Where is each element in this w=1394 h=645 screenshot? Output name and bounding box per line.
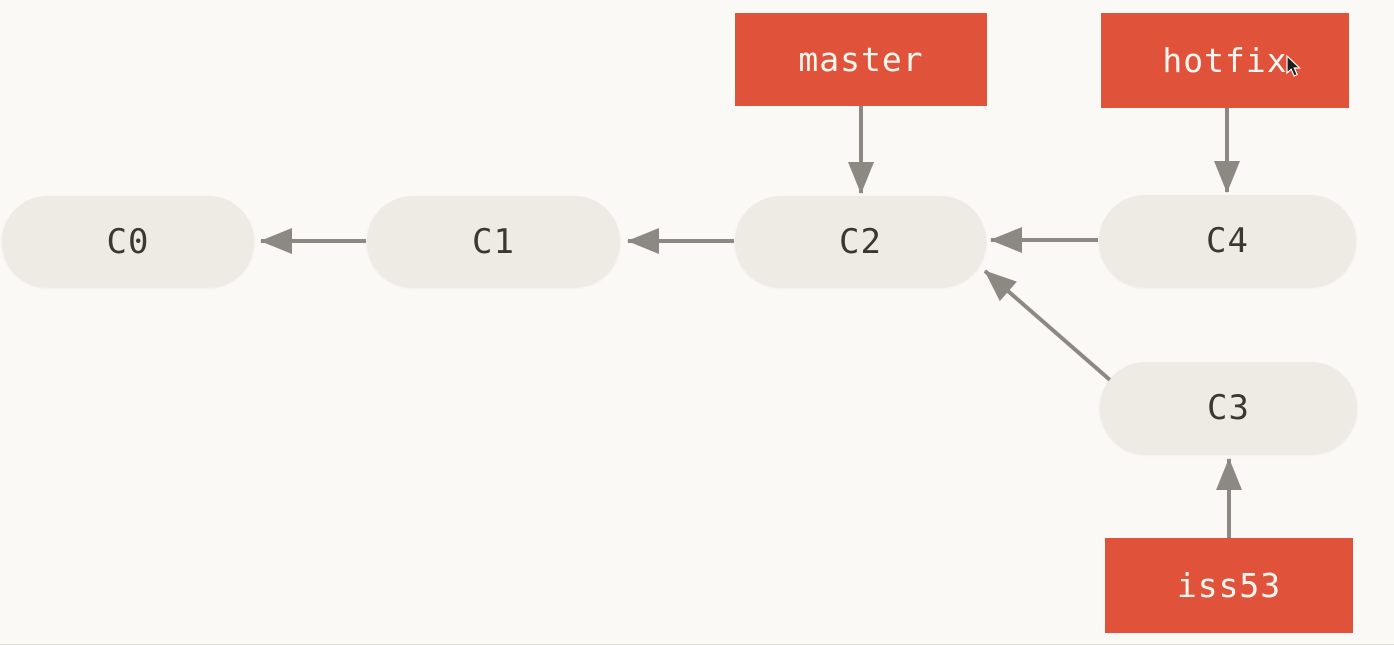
commit-label: C3 [1207,388,1250,428]
commit-label: C4 [1206,221,1249,261]
commit-node-c0: C0 [2,196,254,287]
branch-label-iss53: iss53 [1105,538,1353,633]
commit-node-c1: C1 [367,196,620,287]
branch-label-hotfix: hotfix [1101,13,1349,108]
branch-label-master: master [735,13,987,106]
commit-label: C1 [472,221,515,262]
commit-node-c4: C4 [1099,195,1356,287]
branch-label: iss53 [1176,566,1282,605]
edge-C3-to-C2-arrow [983,269,1112,382]
commit-node-c3: C3 [1100,362,1357,454]
branch-label: hotfix [1162,41,1288,80]
commit-node-c2: C2 [735,196,986,287]
branch-label: master [798,40,924,79]
mouse-cursor-icon [1286,55,1302,77]
commit-label: C2 [839,221,882,262]
commit-label: C0 [106,221,150,262]
